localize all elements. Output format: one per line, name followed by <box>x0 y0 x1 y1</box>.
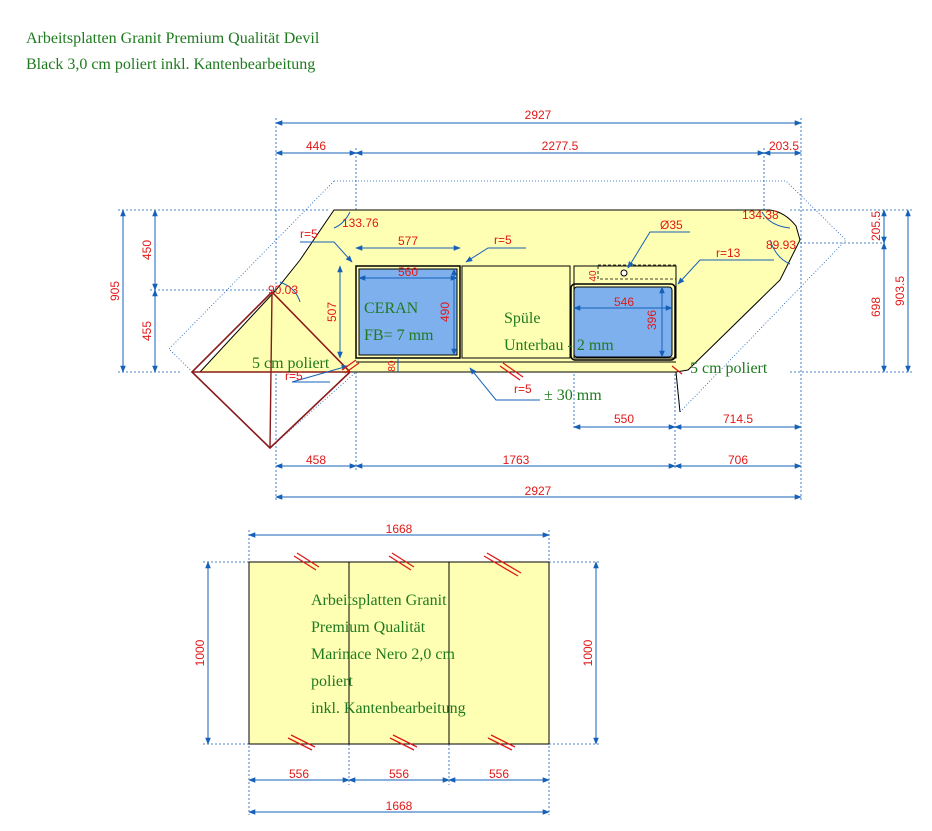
dim-560: 560 <box>398 265 418 279</box>
edge-mark <box>392 734 418 748</box>
edge-mark <box>483 555 519 577</box>
edge-mark <box>296 552 320 568</box>
dim-r5-hob: r=5 <box>300 227 318 241</box>
edge-mark <box>344 362 360 374</box>
sink-cabinet-outline <box>461 265 571 359</box>
dim-458: 458 <box>306 453 326 467</box>
dim-1763: 1763 <box>503 453 530 467</box>
tap-hole <box>620 269 628 277</box>
right-edge-line <box>675 371 681 413</box>
label-ceran: CERAN <box>364 300 419 317</box>
panel-text-line-5: inkl. Kantenbearbeitung <box>311 700 466 717</box>
edge-mark <box>341 359 357 371</box>
panel-text-line-1: Arbeitsplatten Granit <box>311 592 447 609</box>
dim-right-top: 203.5 <box>769 139 799 153</box>
edge-mark <box>293 555 317 571</box>
dim-490: 490 <box>438 302 452 322</box>
dim-r5-cabinet: r=5 <box>494 233 512 247</box>
leader-phi35 <box>627 231 690 269</box>
dim-total-top: 2927 <box>525 108 552 122</box>
dim-panel-width-bottom: 1668 <box>386 799 413 813</box>
dim-seg1: 556 <box>289 767 309 781</box>
tap-zone <box>597 264 677 280</box>
dim-546: 546 <box>614 295 634 309</box>
label-unterbau: Unterbau - 2 mm <box>504 337 614 354</box>
dim-angle-133: 133.76 <box>342 216 379 230</box>
dim-right-903: 903.5 <box>893 276 907 306</box>
leader-r5-cabinet <box>465 247 526 263</box>
arc-angle-134 <box>761 211 791 229</box>
panel-text-line-2: Premium Qualität <box>311 619 426 636</box>
panel-text-line-4: poliert <box>311 673 353 690</box>
edge-mark <box>490 734 516 748</box>
dim-577: 577 <box>398 234 418 248</box>
dim-panel-height-left: 1000 <box>193 639 207 666</box>
edge-mark <box>487 737 513 751</box>
edge-mark <box>499 365 521 381</box>
label-fb: FB= 7 mm <box>364 327 434 344</box>
edge-mark <box>502 362 524 378</box>
label-poliert-right: 5 cm poliert <box>690 360 768 377</box>
dim-40: 40 <box>588 270 599 282</box>
hob-cutout-outer <box>355 265 461 359</box>
dim-left-450: 450 <box>140 240 154 260</box>
dim-panel-height-right: 1000 <box>581 639 595 666</box>
dim-r5-front: r=5 <box>514 382 532 396</box>
dim-phi35: Ø35 <box>660 218 683 232</box>
sink-cutout <box>573 286 673 358</box>
label-pm30: ± 30 mm <box>544 387 602 404</box>
dim-550: 550 <box>614 412 634 426</box>
panel-text-line-3: Marinace Nero 2,0 cm <box>311 646 455 663</box>
dim-panel-width-top: 1668 <box>386 522 413 536</box>
panel-body <box>248 561 550 745</box>
edge-marks-panel <box>287 552 522 751</box>
dim-mid-top: 2277.5 <box>542 139 579 153</box>
dim-left-455: 455 <box>140 321 154 341</box>
dim-left-top: 446 <box>306 139 326 153</box>
dim-396: 396 <box>645 310 659 330</box>
edge-mark <box>389 737 415 751</box>
edge-mark <box>486 552 522 574</box>
edge-mark <box>290 734 316 748</box>
leader-r5-front <box>469 367 540 401</box>
edge-mark <box>391 552 415 568</box>
label-poliert-left: 5 cm poliert <box>252 355 330 372</box>
edge-mark <box>287 737 313 751</box>
arc-angle-89 <box>769 239 791 265</box>
dim-80: 80 <box>387 360 398 372</box>
dim-507: 507 <box>325 302 339 322</box>
dim-seg2: 556 <box>389 767 409 781</box>
dim-left-905: 905 <box>108 281 122 301</box>
corner-diagonal-vertical <box>269 291 273 449</box>
drawing-title-line-1: Arbeitsplatten Granit Premium Qualität D… <box>26 30 320 47</box>
dim-angle-134: 134.38 <box>742 208 779 222</box>
drawing-title-line-2: Black 3,0 cm poliert inkl. Kantenbearbei… <box>26 56 316 73</box>
panel-drawing: 1668 1000 1000 556 556 556 1668 A <box>193 522 600 815</box>
leader-r13 <box>677 259 774 285</box>
label-spuele: Spüle <box>504 310 540 327</box>
leader-r5-hob <box>300 241 353 263</box>
dim-714: 714.5 <box>723 412 753 426</box>
countertop-plan: 2927 446 2277.5 203.5 905 450 455 205.5 … <box>108 108 912 500</box>
drawing-title: Arbeitsplatten Granit Premium Qualität D… <box>26 26 319 78</box>
hob-cutout <box>358 268 458 356</box>
dim-r5-corner: r=5 <box>285 369 303 383</box>
dim-right-698: 698 <box>869 297 883 317</box>
dim-total-bottom: 2927 <box>525 484 552 498</box>
sink-cutout-outer <box>570 283 676 361</box>
dim-right-205: 205.5 <box>869 211 883 241</box>
leader-r5-corner-arrow <box>291 365 349 383</box>
arc-angle-90 <box>279 281 301 303</box>
arc-angle-133 <box>333 211 351 229</box>
dim-706: 706 <box>728 453 748 467</box>
edge-marks-top-plan <box>341 359 683 381</box>
dim-angle-90: 90.03 <box>268 283 298 297</box>
dim-seg3: 556 <box>489 767 509 781</box>
edge-mark <box>671 365 683 375</box>
edge-mark <box>388 555 412 571</box>
dim-r13: r=13 <box>716 246 741 260</box>
dim-angle-89: 89.93 <box>766 238 796 252</box>
